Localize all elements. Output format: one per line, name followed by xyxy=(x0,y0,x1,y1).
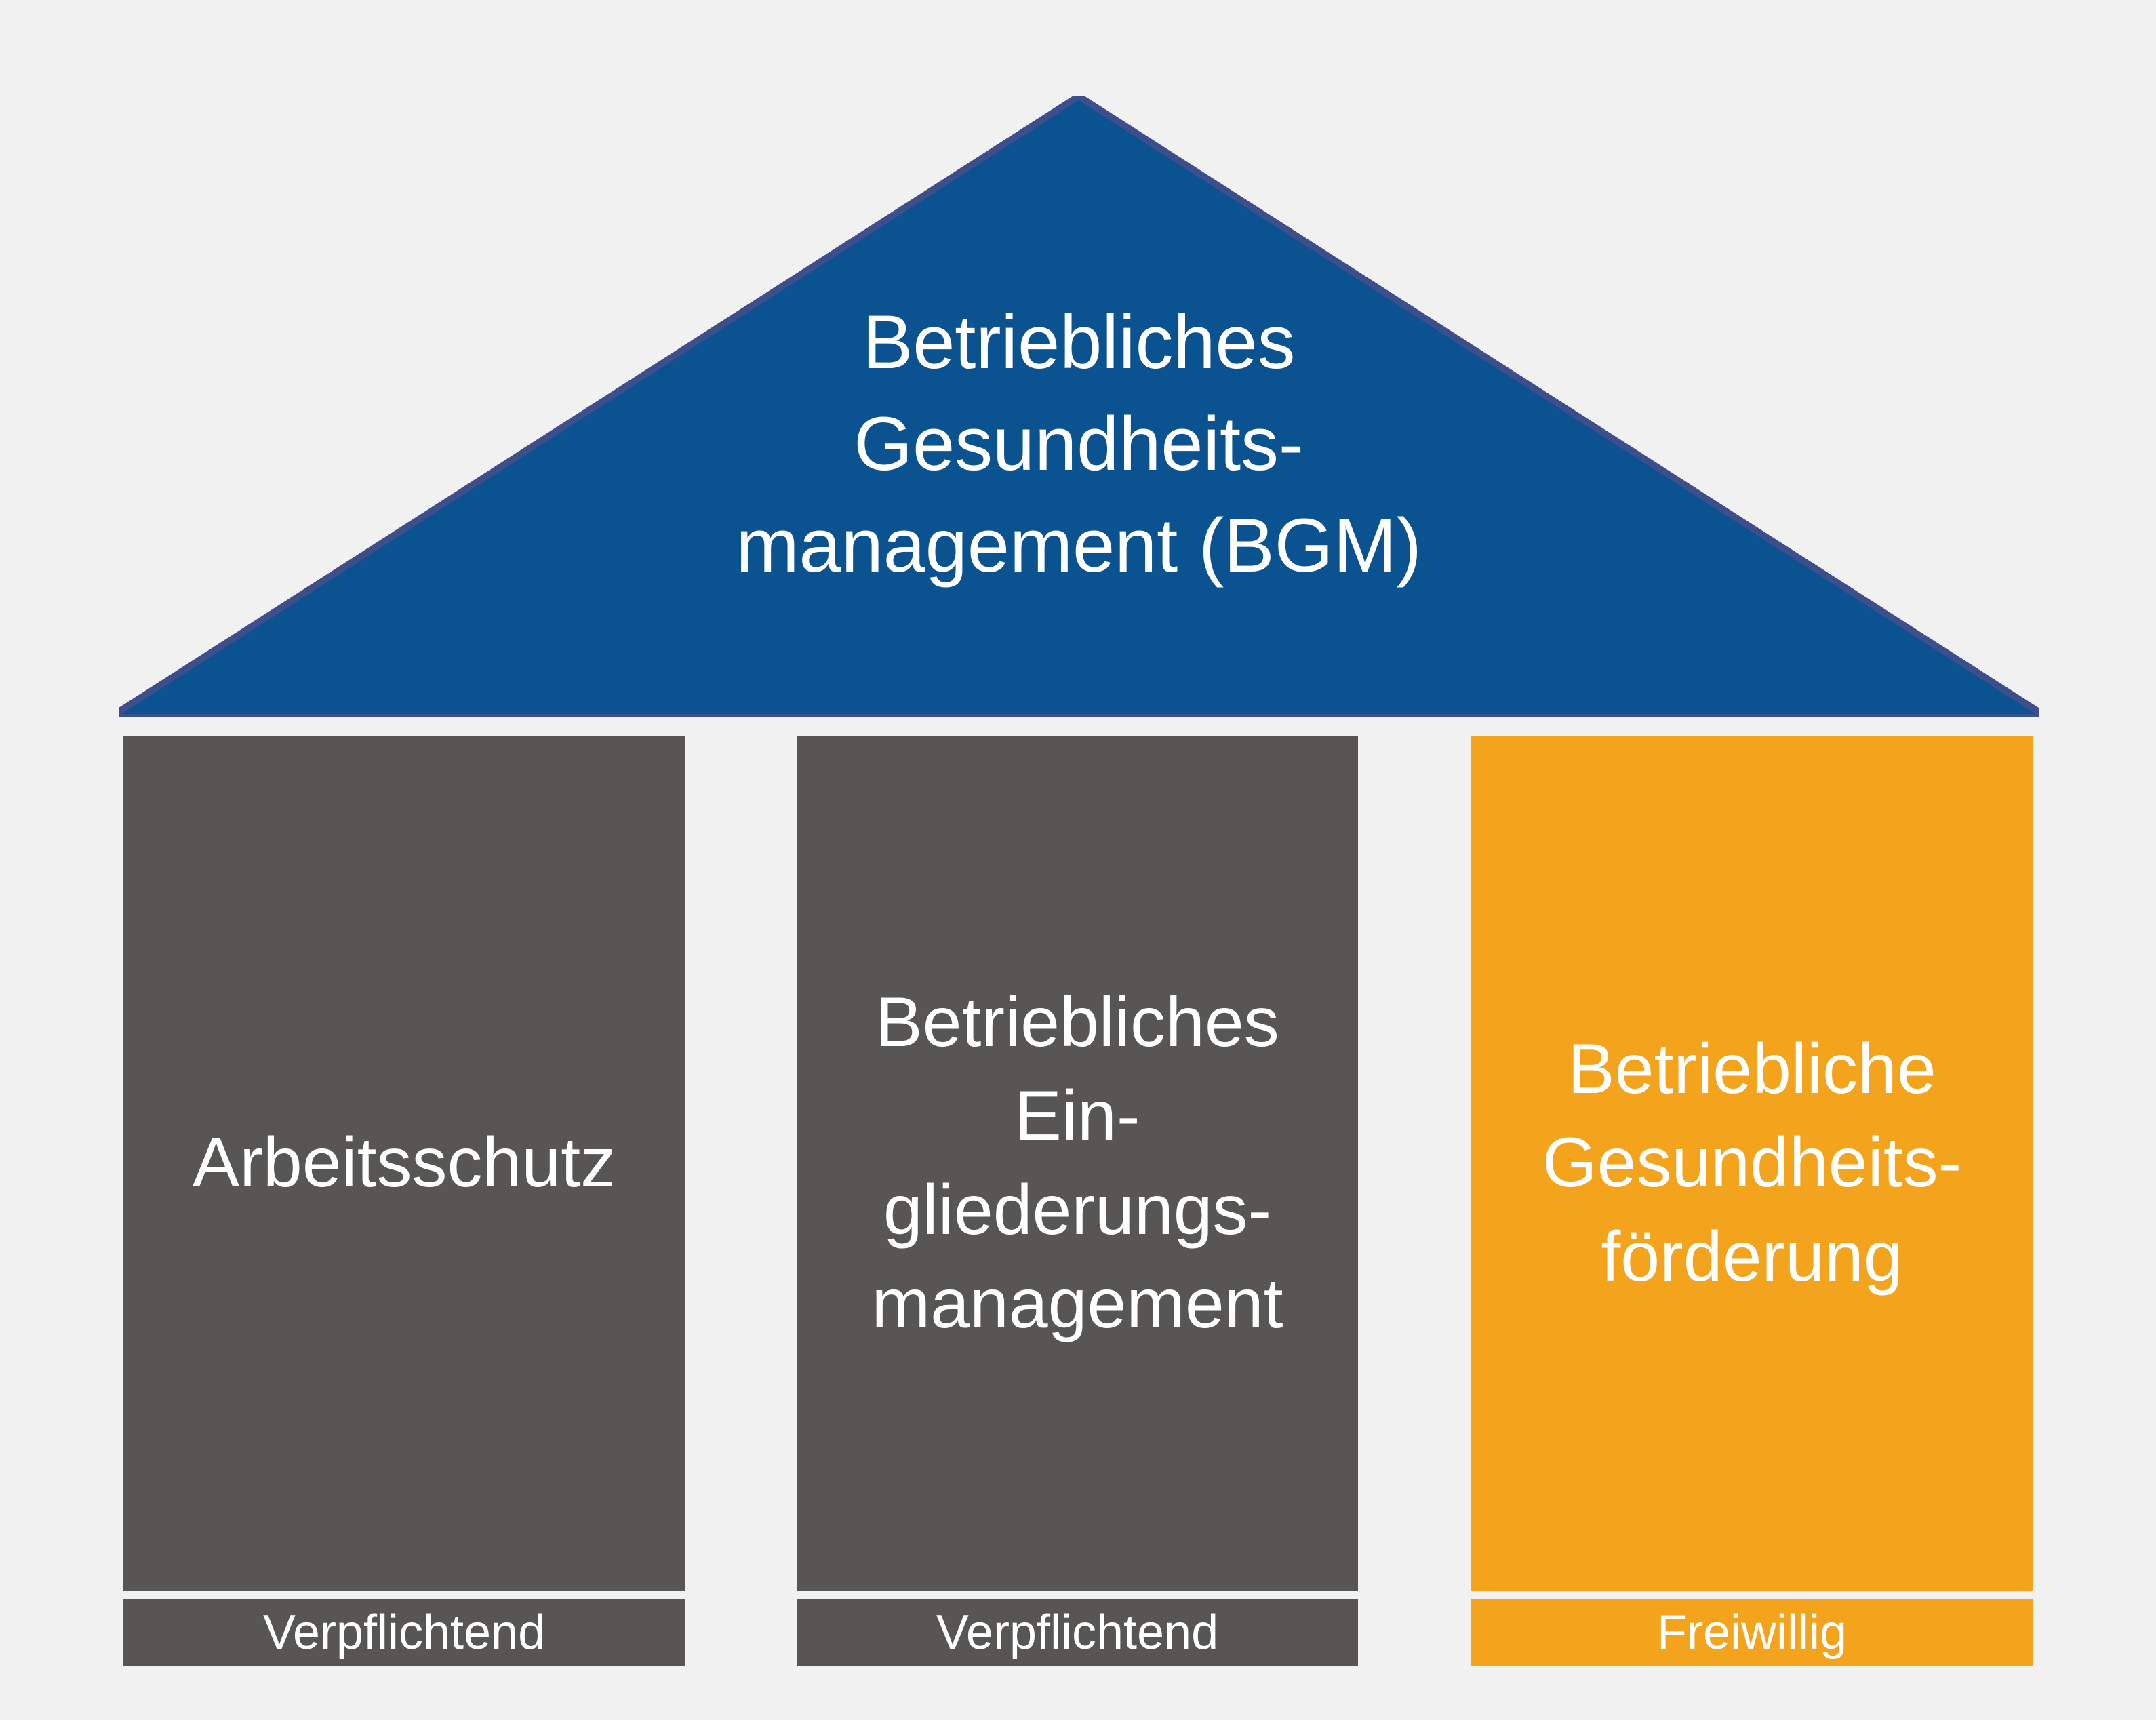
pillar-3-line-1: Betriebliche xyxy=(1568,1030,1936,1109)
pillar-betriebliches-eingliederungsmanagement-label: Betriebliches Ein- gliederungs- manageme… xyxy=(871,976,1283,1351)
pillar-2-line-4: management xyxy=(871,1264,1283,1343)
pillar-3-line-2: Gesundheits- xyxy=(1542,1123,1962,1203)
base-label-betriebliche-gesundheitsfoerderung: Freiwillig xyxy=(1656,1605,1848,1660)
pillar-2-line-2: Ein- xyxy=(1014,1077,1140,1156)
pillar-betriebliche-gesundheitsfoerderung: Betriebliche Gesundheits- förderung xyxy=(1471,736,2033,1591)
base-bar-arbeitsschutz: Verpflichtend xyxy=(123,1599,685,1666)
pillar-2-line-3: gliederungs- xyxy=(883,1170,1272,1249)
pillar-arbeitsschutz: Arbeitsschutz xyxy=(123,736,685,1591)
base-bar-betriebliches-eingliederungsmanagement: Verpflichtend xyxy=(797,1599,1358,1666)
pillar-betriebliches-eingliederungsmanagement: Betriebliches Ein- gliederungs- manageme… xyxy=(797,736,1358,1591)
base-bar-betriebliche-gesundheitsfoerderung: Freiwillig xyxy=(1471,1599,2033,1666)
base-label-betriebliches-eingliederungsmanagement: Verpflichtend xyxy=(936,1605,1219,1660)
pillar-betriebliche-gesundheitsfoerderung-label: Betriebliche Gesundheits- förderung xyxy=(1542,1022,1962,1304)
base-label-arbeitsschutz: Verpflichtend xyxy=(262,1605,546,1660)
pillar-2-line-1: Betriebliches xyxy=(875,982,1279,1062)
pillar-1-line-1: Arbeitsschutz xyxy=(192,1123,616,1203)
pillar-3-line-3: förderung xyxy=(1601,1217,1903,1296)
pillar-arbeitsschutz-label: Arbeitsschutz xyxy=(193,1116,616,1209)
roof-shape xyxy=(119,96,2039,717)
